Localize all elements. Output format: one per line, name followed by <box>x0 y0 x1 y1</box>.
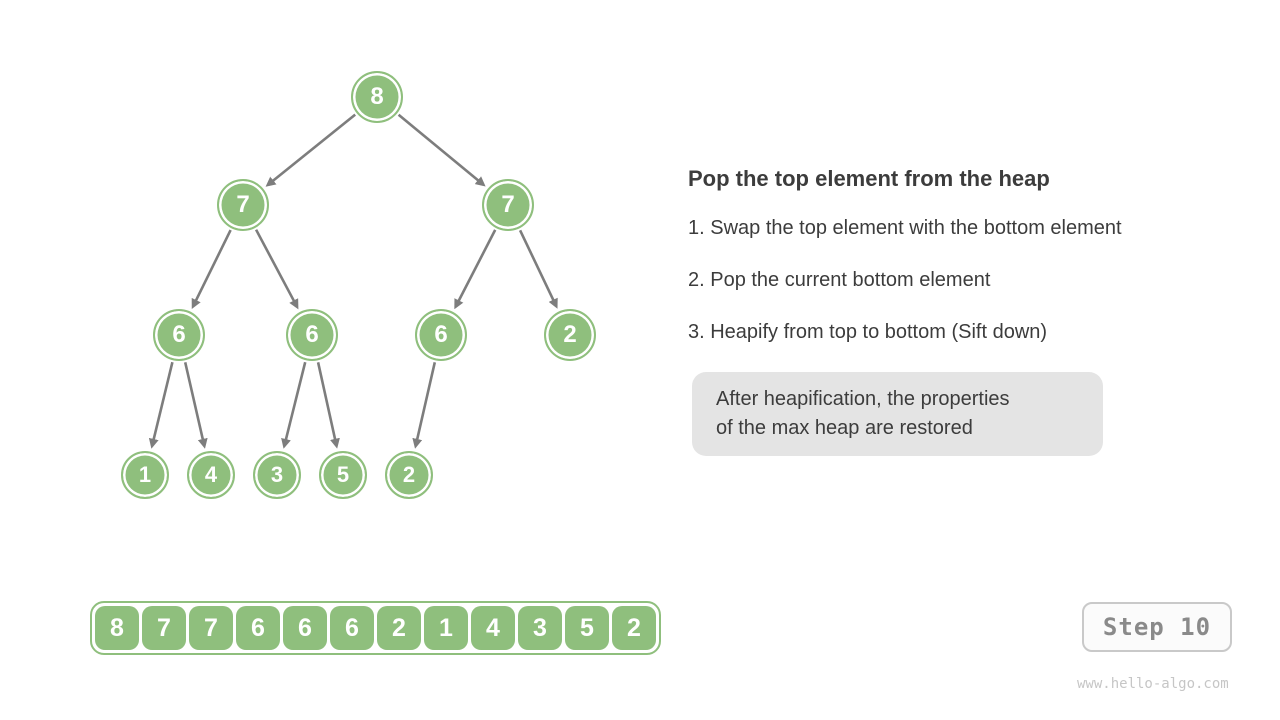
tree-node: 6 <box>415 309 467 361</box>
tree-node-value: 6 <box>434 321 448 348</box>
tree-node-value: 2 <box>563 321 577 348</box>
tree-node: 3 <box>253 451 301 499</box>
tree-node: 6 <box>286 309 338 361</box>
tree-edge-arrow <box>397 113 486 187</box>
tree-node-value: 2 <box>402 462 416 487</box>
step-badge: Step 10 <box>1082 602 1232 652</box>
array-cell: 6 <box>283 606 327 650</box>
tree-node: 7 <box>217 179 269 231</box>
heap-tree: 8 7 7 6 6 6 2 1 4 3 5 2 <box>0 0 700 560</box>
array-cell: 6 <box>236 606 280 650</box>
array-cell: 7 <box>189 606 233 650</box>
tree-edge-arrow <box>254 229 299 310</box>
tree-edges-svg <box>148 113 558 449</box>
tree-node: 1 <box>121 451 169 499</box>
note-line: After heapification, the properties <box>716 388 1010 410</box>
tree-edge-arrow <box>265 113 357 187</box>
tree-edge-arrow <box>316 362 340 449</box>
array-cell: 4 <box>471 606 515 650</box>
tree-edge-arrow <box>191 229 232 309</box>
tree-node: 7 <box>482 179 534 231</box>
tree-node-value: 6 <box>172 321 186 348</box>
array-cell: 7 <box>142 606 186 650</box>
instruction-heading: Pop the top element from the heap <box>688 166 1050 191</box>
tree-node-value: 4 <box>204 462 218 487</box>
tree-edge-arrow <box>412 362 437 449</box>
tree-edge-arrow <box>281 361 307 449</box>
instruction-step-2: 2. Pop the current bottom element <box>688 269 991 291</box>
tree-node-value: 5 <box>336 462 350 487</box>
instruction-step-3: 3. Heapify from top to bottom (Sift down… <box>688 321 1048 343</box>
array-cell: 5 <box>565 606 609 650</box>
tree-node: 4 <box>187 451 235 499</box>
array-cell: 1 <box>424 606 468 650</box>
array-cell: 3 <box>518 606 562 650</box>
array-cell: 2 <box>377 606 421 650</box>
tree-edge-arrow <box>518 229 558 309</box>
tree-node: 6 <box>153 309 205 361</box>
note-box: After heapification, the properties of t… <box>692 372 1103 456</box>
tree-edge-arrow <box>148 361 174 449</box>
tree-node: 2 <box>544 309 596 361</box>
array-cell: 2 <box>612 606 656 650</box>
tree-node: 5 <box>319 451 367 499</box>
array-cell: 8 <box>95 606 139 650</box>
note-line: of the max heap are restored <box>716 417 973 439</box>
instruction-step-1: 1. Swap the top element with the bottom … <box>688 217 1122 239</box>
tree-edge-arrow <box>183 362 208 449</box>
tree-node: 8 <box>351 71 403 123</box>
tree-node-value: 3 <box>270 462 284 487</box>
tree-node-value: 7 <box>236 191 250 218</box>
array-cell: 6 <box>330 606 374 650</box>
tree-node-value: 7 <box>501 191 515 218</box>
tree-node-value: 1 <box>138 462 152 487</box>
tree-node: 2 <box>385 451 433 499</box>
tree-node-value: 8 <box>370 83 384 110</box>
tree-node-value: 6 <box>305 321 319 348</box>
watermark-url: www.hello-algo.com <box>1077 676 1229 692</box>
tree-edge-arrow <box>454 229 497 310</box>
